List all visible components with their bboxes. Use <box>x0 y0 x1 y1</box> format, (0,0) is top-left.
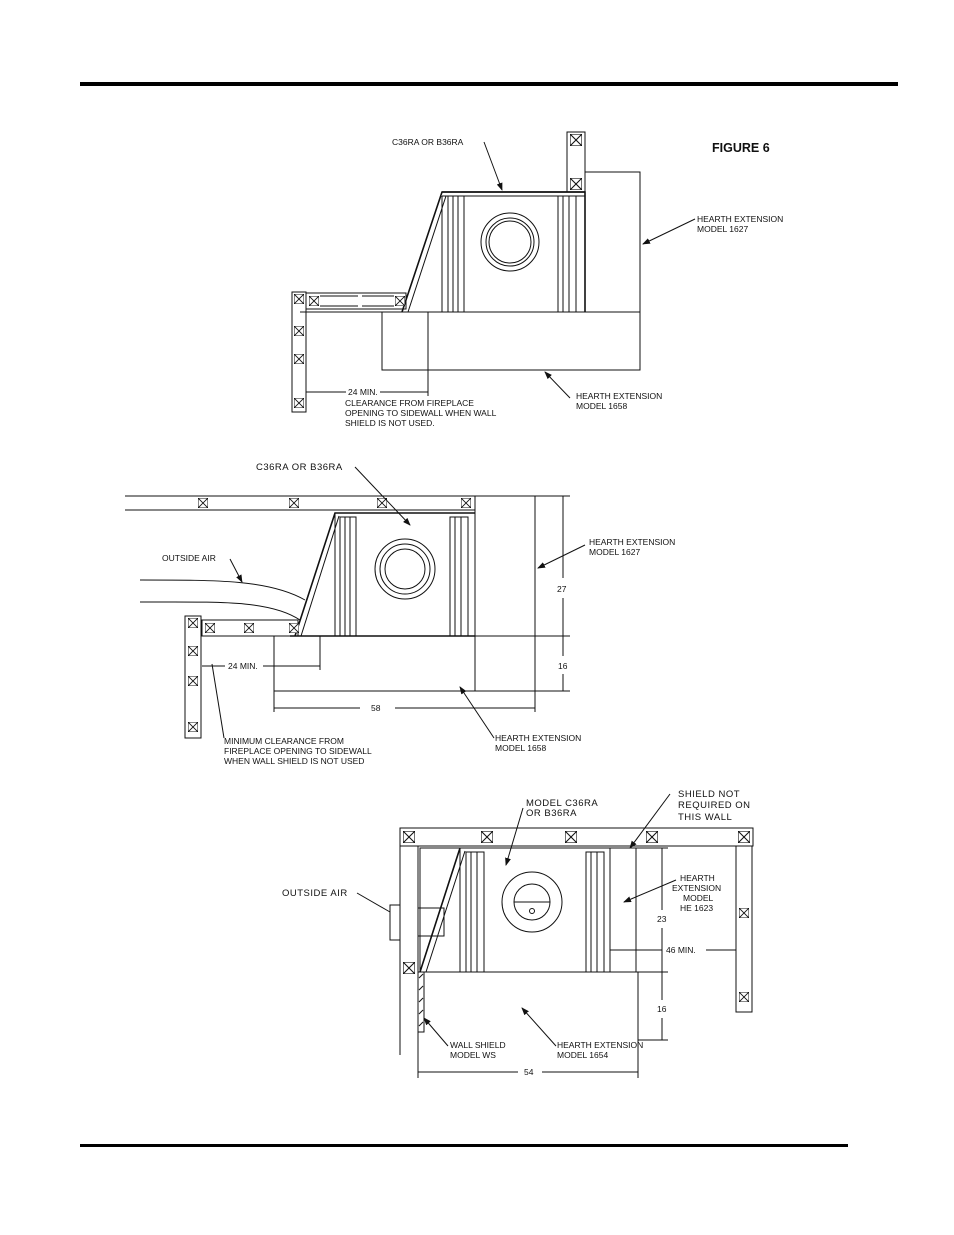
figure-title: FIGURE 6 <box>712 141 770 155</box>
d2-note-line2: FIREPLACE OPENING TO SIDEWALL <box>224 746 372 756</box>
d3-hearth-bottom-line1: HEARTH EXTENSION <box>557 1040 643 1050</box>
d1-hearth-bottom-line2: MODEL 1658 <box>576 401 627 411</box>
d2-dim-27: 27 <box>557 584 567 594</box>
d3-hearth-side-line1: HEARTH <box>680 873 715 883</box>
d1-hearth-top-line1: HEARTH EXTENSION <box>697 214 783 224</box>
d3-dim-54: 54 <box>524 1067 534 1077</box>
d3-shield-line1: SHIELD NOT <box>678 789 740 800</box>
d3-dim-23: 23 <box>657 914 667 924</box>
d2-hearth-top-line2: MODEL 1627 <box>589 547 640 557</box>
d1-dim-min: 24 MIN. <box>348 387 378 397</box>
d3-hearth-side-line3: MODEL <box>683 893 714 903</box>
d3-wall-shield-line2: MODEL WS <box>450 1050 496 1060</box>
d1-note-line1: CLEARANCE FROM FIREPLACE <box>345 398 474 408</box>
top-rule <box>80 82 898 86</box>
bottom-rule <box>80 1144 848 1147</box>
d3-hearth-side-line4: HE 1623 <box>680 903 713 913</box>
d3-hearth-side-line2: EXTENSION <box>672 883 721 893</box>
d1-note-line2: OPENING TO SIDEWALL WHEN WALL <box>345 408 497 418</box>
d3-shield-line3: THIS WALL <box>678 812 732 823</box>
d2-hearth-bottom-line2: MODEL 1658 <box>495 743 546 753</box>
d2-unit-label: C36RA OR B36RA <box>256 462 343 473</box>
d1-note-line3: SHIELD IS NOT USED. <box>345 418 435 428</box>
d3-unit-label-line2: OR B36RA <box>526 808 577 819</box>
diagram-1: C36RA OR B36RA HEARTH EXTENSION MODEL 16… <box>291 131 783 428</box>
d2-hearth-top-line1: HEARTH EXTENSION <box>589 537 675 547</box>
d2-dim-16: 16 <box>558 661 568 671</box>
d2-hearth-bottom-line1: HEARTH EXTENSION <box>495 733 581 743</box>
d3-hearth-bottom-line2: MODEL 1654 <box>557 1050 608 1060</box>
diagram-3: MODEL C36RA OR B36RA SHIELD NOT REQUIRED… <box>282 789 754 1078</box>
d2-dim-min: 24 MIN. <box>228 661 258 671</box>
d2-outside-air: OUTSIDE AIR <box>162 553 216 563</box>
d1-unit-label: C36RA OR B36RA <box>392 137 464 147</box>
d3-unit-label-line1: MODEL C36RA <box>526 798 598 809</box>
d3-outside-air: OUTSIDE AIR <box>282 888 348 899</box>
d1-hearth-top-line2: MODEL 1627 <box>697 224 748 234</box>
d3-dim-46: 46 MIN. <box>666 945 696 955</box>
d3-dim-16: 16 <box>657 1004 667 1014</box>
diagram-2: C36RA OR B36RA OUTSIDE AIR HEARTH EXTENS… <box>125 462 675 766</box>
d2-dim-58: 58 <box>371 703 381 713</box>
d2-note-line3: WHEN WALL SHIELD IS NOT USED <box>224 756 364 766</box>
d2-note-line1: MINIMUM CLEARANCE FROM <box>224 736 344 746</box>
d1-hearth-bottom-line1: HEARTH EXTENSION <box>576 391 662 401</box>
d3-wall-shield-line1: WALL SHIELD <box>450 1040 506 1050</box>
d3-shield-line2: REQUIRED ON <box>678 800 751 811</box>
